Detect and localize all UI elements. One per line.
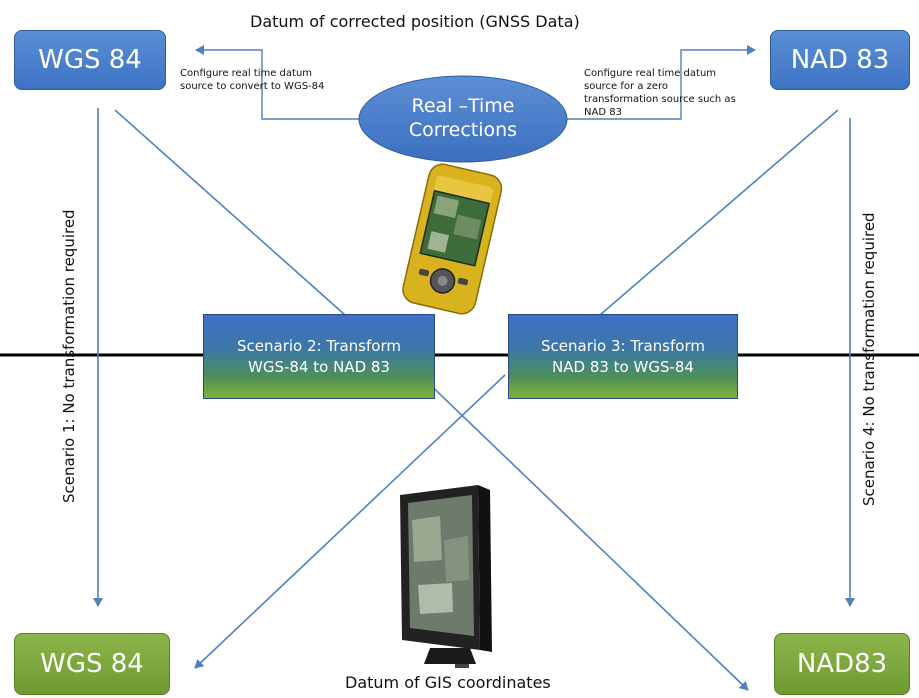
scenario-3-line1: Scenario 3: Transform bbox=[541, 336, 705, 355]
scenario-1-label: Scenario 1: No transformation required bbox=[60, 209, 78, 503]
scenario-3-box: Scenario 3: Transform NAD 83 to WGS-84 bbox=[508, 314, 738, 399]
gps-handheld-device-image bbox=[402, 163, 503, 315]
left-config-note: Configure real time datum source to conv… bbox=[180, 67, 370, 93]
scenario-3-line2: NAD 83 to WGS-84 bbox=[552, 357, 694, 376]
right-config-note: Configure real time datum source for a z… bbox=[584, 67, 784, 119]
nad83-top-label: NAD 83 bbox=[790, 45, 890, 75]
scenario-2-line1: Scenario 2: Transform bbox=[237, 336, 401, 355]
left-note-line1: Configure real time datum bbox=[180, 68, 313, 79]
right-note-line3: transformation source such as bbox=[584, 94, 736, 105]
nad83-bottom-box: NAD83 bbox=[774, 633, 910, 695]
arrow-scenario2-to-nad83bottom bbox=[419, 374, 749, 691]
right-note-line4: NAD 83 bbox=[584, 107, 622, 118]
right-note-line1: Configure real time datum bbox=[584, 68, 717, 79]
right-note-line2: source for a zero bbox=[584, 81, 669, 92]
scenario-4-label: Scenario 4: No transformation required bbox=[860, 212, 878, 506]
connector-right-note bbox=[565, 45, 756, 120]
wgs84-bottom-box: WGS 84 bbox=[14, 633, 170, 695]
bottom-title: Datum of GIS coordinates bbox=[345, 673, 551, 692]
wgs84-top-label: WGS 84 bbox=[38, 45, 142, 75]
gis-monitor-image bbox=[400, 485, 492, 668]
real-time-line2: Corrections bbox=[408, 119, 518, 141]
wgs84-bottom-label: WGS 84 bbox=[40, 649, 144, 679]
top-title: Datum of corrected position (GNSS Data) bbox=[250, 12, 580, 31]
real-time-line1: Real –Time bbox=[411, 95, 515, 117]
arrow-scenario3-to-wgs84bottom bbox=[194, 374, 506, 669]
nad83-bottom-label: NAD83 bbox=[796, 649, 888, 679]
scenario-2-line2: WGS-84 to NAD 83 bbox=[248, 357, 390, 376]
line-nad83top-to-scenario3 bbox=[599, 109, 839, 316]
nad83-top-box: NAD 83 bbox=[770, 30, 910, 90]
connector-left-note bbox=[195, 45, 362, 120]
real-time-corrections-node bbox=[358, 75, 568, 163]
real-time-corrections-text: Real –Time Corrections bbox=[380, 94, 546, 142]
line-wgs84top-to-scenario2 bbox=[114, 109, 346, 316]
wgs84-top-box: WGS 84 bbox=[14, 30, 166, 90]
left-note-line2: source to convert to WGS-84 bbox=[180, 81, 325, 92]
scenario-2-box: Scenario 2: Transform WGS-84 to NAD 83 bbox=[203, 314, 435, 399]
